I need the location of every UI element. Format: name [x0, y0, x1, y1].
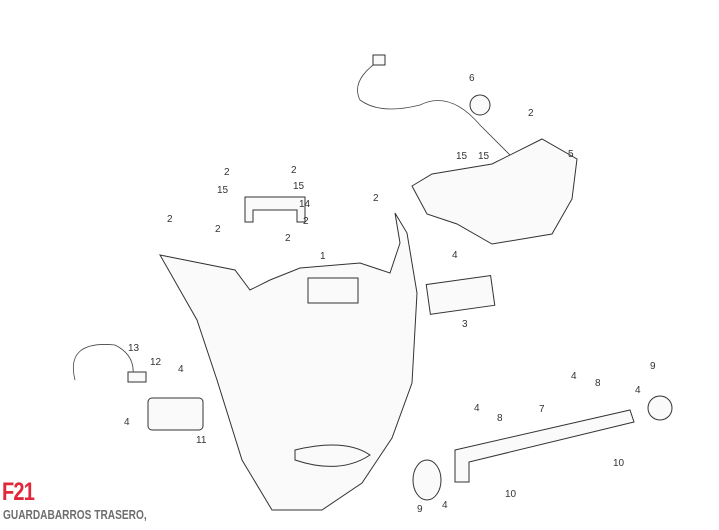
callout: 4 — [571, 371, 577, 382]
callout: 12 — [150, 357, 162, 368]
callout: 4 — [452, 250, 458, 261]
wire-harness — [357, 59, 521, 166]
callout: 2 — [285, 233, 291, 244]
tail-light — [411, 138, 578, 245]
figure-title: GUARDABARROS TRASERO, — [3, 507, 147, 522]
license-bracket — [454, 409, 635, 483]
callout: 8 — [595, 378, 601, 389]
callout: 14 — [299, 199, 311, 210]
bracket — [244, 196, 306, 223]
reflector — [425, 274, 496, 315]
callout: 4 — [178, 364, 184, 375]
callout: 4 — [474, 403, 480, 414]
callout: 11 — [196, 435, 207, 446]
figure-code: F21 — [2, 478, 35, 506]
license-wire — [73, 344, 134, 381]
round-reflector — [412, 459, 442, 501]
callout: 2 — [373, 193, 379, 204]
callout: 4 — [635, 385, 641, 396]
callout: 7 — [539, 404, 545, 415]
callout: 9 — [650, 361, 656, 372]
bulb-socket — [469, 94, 491, 116]
plate-mount — [307, 277, 359, 304]
rear-fender — [159, 212, 418, 511]
callout: 15 — [478, 151, 490, 162]
callout: 2 — [291, 165, 297, 176]
callout: 4 — [124, 417, 130, 428]
connector — [372, 54, 386, 66]
bulb — [127, 371, 147, 383]
callout: 15 — [456, 151, 468, 162]
callout: 5 — [568, 149, 574, 160]
callout: 2 — [528, 108, 534, 119]
license-light — [147, 397, 204, 431]
callout: 10 — [505, 489, 517, 500]
callout: 10 — [613, 458, 625, 469]
callout: 1 — [320, 251, 326, 262]
callout: 15 — [293, 181, 305, 192]
callout: 3 — [462, 319, 468, 330]
round-reflector — [647, 395, 673, 421]
callout-labels: 6 2 5 15 15 2 2 15 15 14 2 2 2 2 2 1 4 3… — [124, 73, 656, 515]
callout: 2 — [215, 224, 221, 235]
callout: 9 — [417, 504, 423, 515]
fender-reflector-slot — [294, 444, 371, 467]
callout: 13 — [128, 343, 140, 354]
callout: 8 — [497, 413, 503, 424]
callout: 2 — [224, 167, 230, 178]
callout: 15 — [217, 185, 229, 196]
callout: 6 — [469, 73, 475, 84]
callout: 2 — [303, 216, 309, 227]
callout: 4 — [442, 500, 448, 511]
callout: 2 — [167, 214, 173, 225]
